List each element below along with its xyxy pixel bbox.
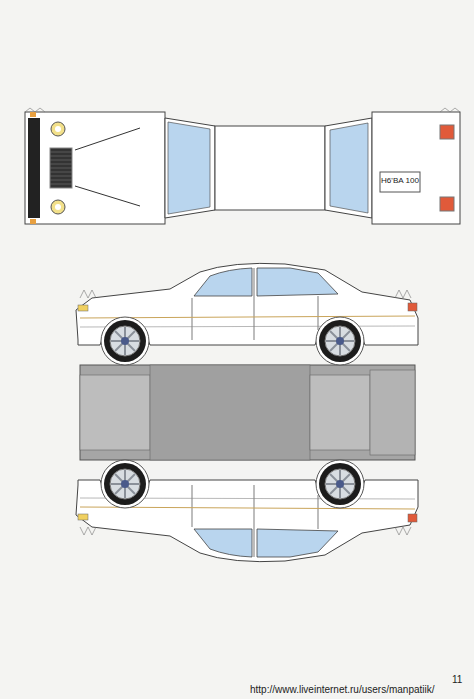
side-view-mirror bbox=[76, 460, 418, 562]
page-number: 11 bbox=[452, 674, 462, 685]
car-floor bbox=[80, 365, 415, 460]
top-strip bbox=[25, 108, 460, 224]
watermark: http://www.liveinternet.ru/users/manpati… bbox=[250, 684, 435, 695]
plate-text: H6'BA 100 bbox=[381, 176, 419, 185]
side-view bbox=[76, 263, 418, 365]
